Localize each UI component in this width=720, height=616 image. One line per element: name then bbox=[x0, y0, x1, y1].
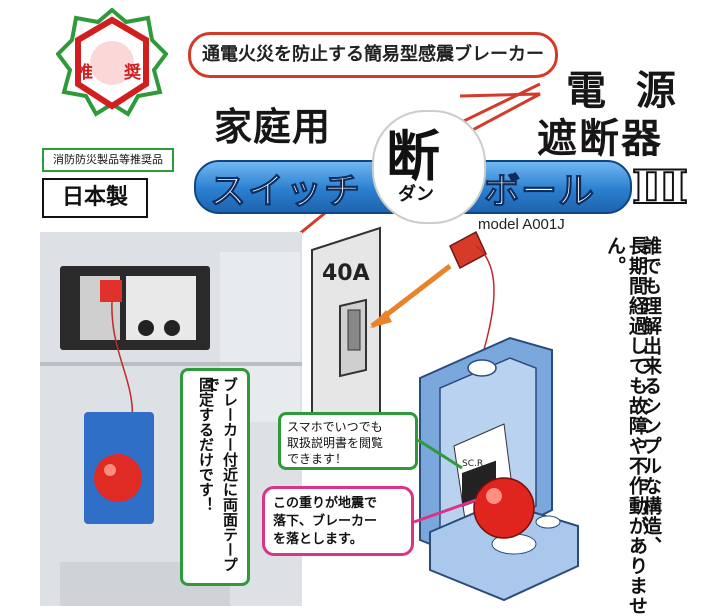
model-number: model A001J bbox=[478, 216, 565, 233]
manual-callout: スマホでいつでも 取扱説明書を閲覧 できます！ bbox=[278, 412, 418, 470]
manual-callout-line2: 取扱説明書を閲覧 bbox=[287, 436, 384, 450]
photo-note-line2: 固定するだけです！ bbox=[197, 377, 215, 512]
emblem-kanji-right: 奨 bbox=[124, 63, 141, 83]
breaker-rating: 40A bbox=[322, 261, 370, 286]
product-diagram: 40A SC.R bbox=[311, 226, 579, 602]
side-text-line1: 誰でも理解出来るシンプルな構造、 bbox=[640, 236, 662, 556]
manual-callout-line1: スマホでいつでも bbox=[287, 420, 383, 434]
origin-label: 日本製 bbox=[42, 178, 148, 218]
product-version: Ⅲ bbox=[631, 159, 689, 215]
recommendation-emblem bbox=[56, 8, 168, 117]
product-category-line2: 遮断器 bbox=[537, 116, 663, 162]
product-name-part1: スイッチ bbox=[209, 171, 363, 213]
emblem-kanji-left: 推 bbox=[76, 63, 93, 83]
certification-label: 消防防災製品等推奨品 bbox=[42, 148, 174, 172]
photo-note-line1: ブレーカー付近に両面テープで bbox=[203, 377, 239, 572]
card-label: SC.R bbox=[462, 459, 483, 469]
product-kanji-circle bbox=[374, 112, 484, 222]
product-category-line1: 電 源 bbox=[566, 68, 684, 114]
product-use-label: 家庭用 bbox=[214, 105, 332, 149]
weight-callout-line2: 落下、ブレーカー bbox=[273, 514, 378, 529]
product-name-part2: ボール bbox=[483, 171, 596, 213]
product-kanji-reading: ダン bbox=[398, 184, 434, 205]
weight-callout-line3: を落とします。 bbox=[273, 532, 363, 547]
weight-callout: この重りが地震で 落下、ブレーカー を落とします。 bbox=[262, 486, 414, 556]
product-kanji: 断 bbox=[386, 125, 440, 188]
weight-callout-line1: この重りが地震で bbox=[273, 496, 378, 511]
manual-callout-line3: できます！ bbox=[287, 452, 348, 466]
tagline: 通電火災を防止する簡易型感震ブレーカー bbox=[188, 32, 558, 78]
photo-note-callout: ブレーカー付近に両面テープで 固定するだけです！ bbox=[180, 368, 250, 586]
side-text-line2: 長期間経過しても故障や不作動がありません。 bbox=[604, 236, 648, 616]
